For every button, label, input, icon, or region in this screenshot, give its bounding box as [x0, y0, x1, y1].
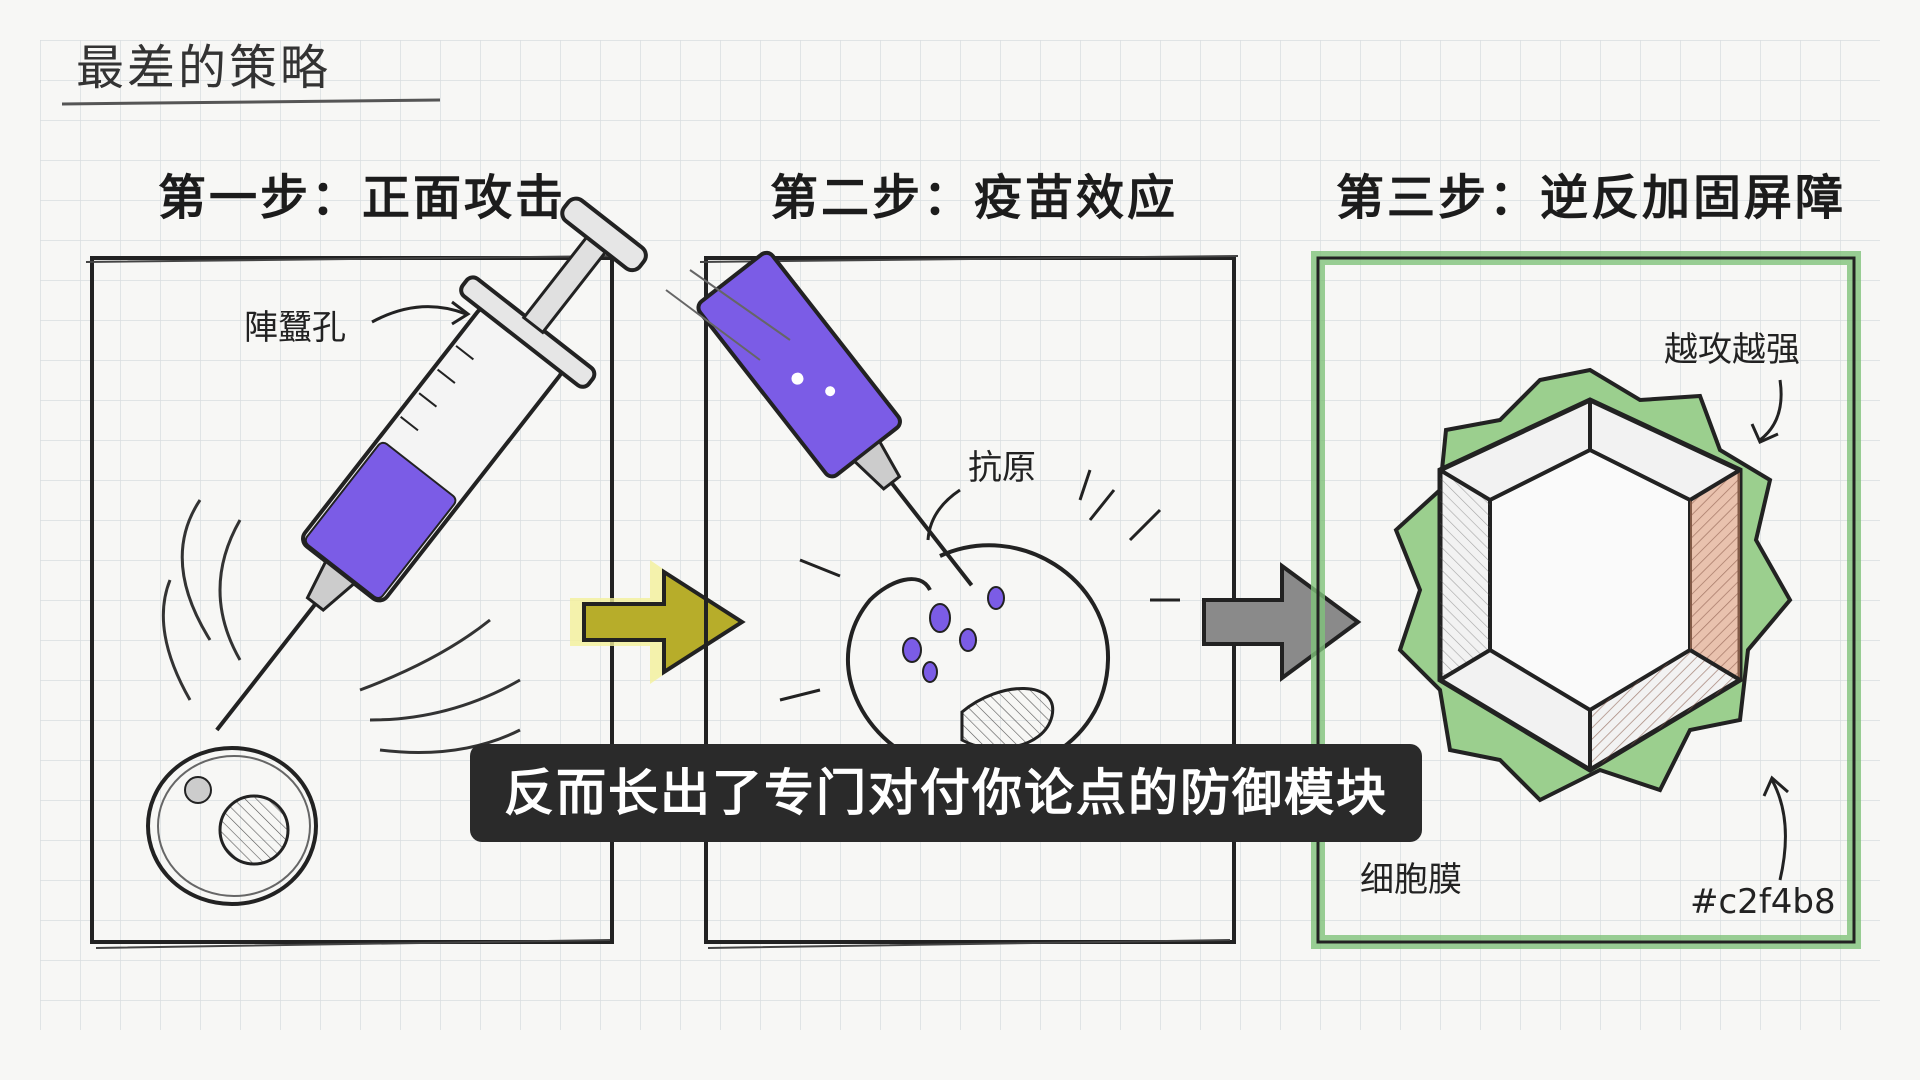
page-title: 最差的策略 [76, 40, 332, 96]
label-antigen: 抗原 [968, 448, 1036, 488]
panel-3 [1311, 251, 1861, 949]
pore-pointer-arrow [371, 305, 467, 324]
cell-icon [146, 746, 318, 906]
stronger-pointer-arrow [1759, 379, 1783, 442]
step-2-title: 第二步：疫苗效应 [770, 170, 1179, 226]
step-3-title: 第三步：逆反加固屏障 [1336, 170, 1847, 226]
video-subtitle: 反而长出了专门对付你论点的防御模块 [470, 744, 1422, 842]
title-underline [61, 98, 441, 106]
label-membrane: 细胞膜 [1360, 860, 1462, 900]
arrow-right-icon-1 [570, 560, 746, 684]
step-1-title: 第一步：正面攻击 [158, 170, 567, 226]
label-stronger: 越攻越强 [1664, 330, 1800, 370]
hex-pointer-arrow [1770, 779, 1787, 881]
panel-1 [85, 196, 648, 949]
syringe-icon [696, 250, 974, 587]
label-pore: 陣蠶孔 [244, 308, 346, 348]
armored-crystal-icon [1393, 367, 1793, 803]
label-hex-code: #c2f4b8 [1690, 882, 1836, 922]
syringe-icon [215, 196, 648, 732]
